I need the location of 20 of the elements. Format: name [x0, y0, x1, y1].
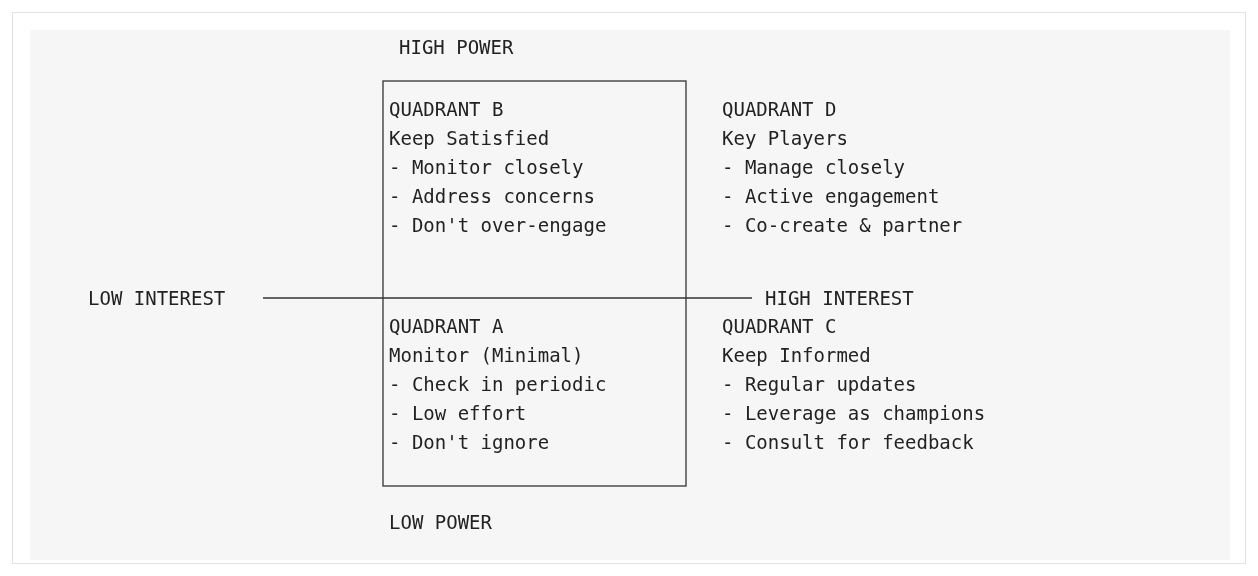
action-item: - Active engagement — [722, 184, 941, 209]
quadrant-heading: QUADRANT B — [389, 97, 505, 122]
action-item: - Consult for feedback — [722, 430, 975, 455]
quadrant-title: Keep Informed — [722, 343, 872, 368]
action-item: - Monitor closely — [389, 155, 585, 180]
action-item: - Leverage as champions — [722, 401, 986, 426]
quadrant-heading: QUADRANT C — [722, 314, 838, 339]
quadrant-title: Key Players — [722, 126, 849, 151]
action-item: - Regular updates — [722, 372, 918, 397]
action-item: - Don't over-engage — [389, 213, 607, 238]
quadrant-heading: QUADRANT A — [389, 314, 505, 339]
action-item: - Check in periodic — [389, 372, 607, 397]
quadrant-heading: QUADRANT D — [722, 97, 838, 122]
action-item: - Low effort — [389, 401, 528, 426]
quadrant-title: Monitor (Minimal) — [389, 343, 585, 368]
quadrant-title: Keep Satisfied — [389, 126, 551, 151]
action-item: - Don't ignore — [389, 430, 551, 455]
action-item: - Co-create & partner — [722, 213, 963, 238]
action-item: - Address concerns — [389, 184, 596, 209]
action-item: - Manage closely — [722, 155, 907, 180]
